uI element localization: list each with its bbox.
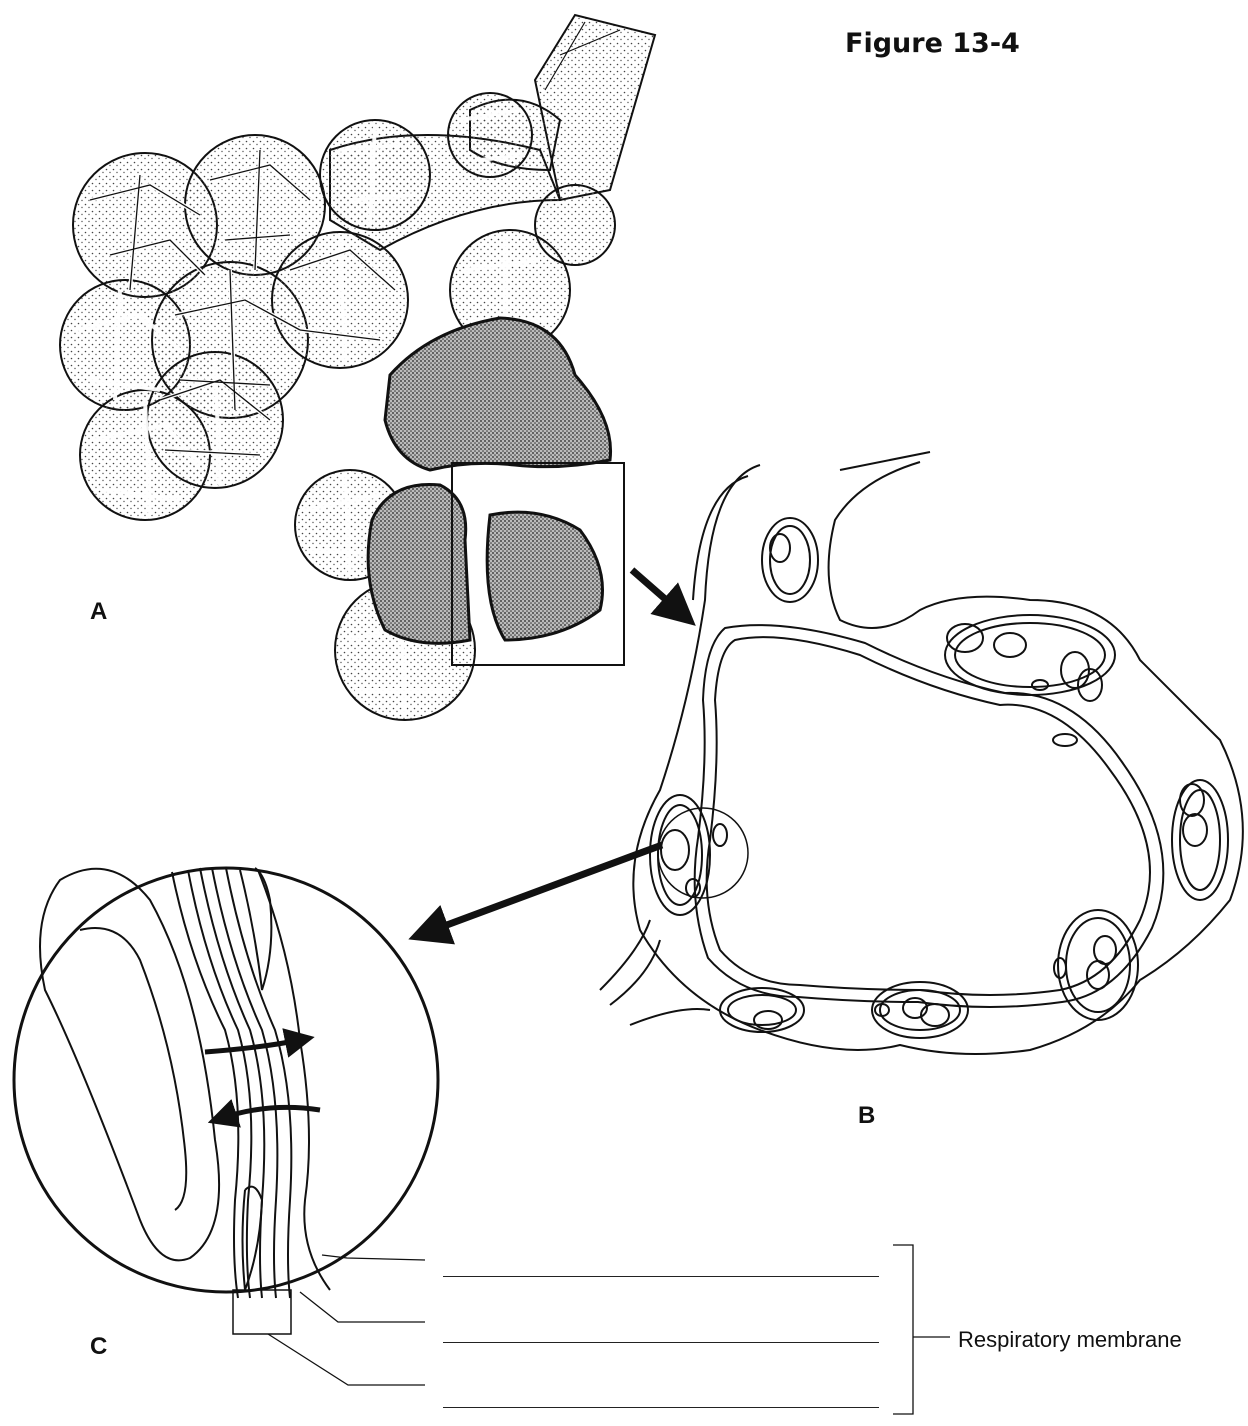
arrow-a-to-b (632, 570, 680, 612)
panel-label-a: A (90, 598, 107, 626)
sectioned-alveoli (368, 318, 610, 643)
alveolus (448, 93, 532, 177)
answer-blank-2[interactable] (443, 1342, 879, 1343)
panel-label-c: C (90, 1333, 107, 1361)
label-leader-lines (268, 1245, 950, 1414)
answer-blank-3[interactable] (443, 1407, 879, 1408)
answer-blank-1[interactable] (443, 1276, 879, 1277)
alveolus-cross-section (600, 452, 1243, 1054)
arrow-b-to-c (428, 845, 662, 932)
respiratory-membrane-label: Respiratory membrane (958, 1327, 1182, 1353)
figure-title: Figure 13-4 (845, 28, 1020, 59)
bronchiole (535, 15, 655, 200)
panel-label-b: B (858, 1102, 875, 1130)
alveolus (535, 185, 615, 265)
respiratory-membrane-closeup (14, 868, 438, 1334)
